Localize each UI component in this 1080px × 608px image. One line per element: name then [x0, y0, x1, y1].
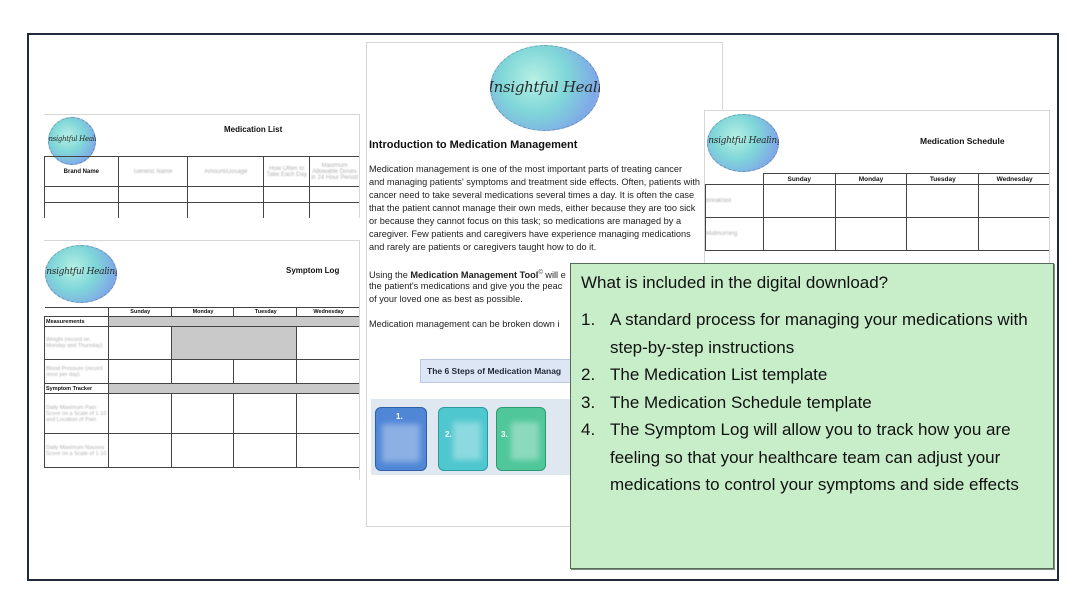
step-tile: 3. [496, 407, 546, 471]
copyright-mark: © [538, 270, 543, 276]
step-number: 3. [501, 430, 508, 439]
intro-paragraph-line: cancer need to take several medications … [369, 190, 695, 200]
col-brand-name: Brand Name [44, 156, 119, 187]
intro-paragraph-line: that the patient cannot manage their own… [369, 203, 696, 213]
symptom-log-sheet: Insightful Healing Symptom Log Sunday Mo… [44, 240, 360, 480]
tool-intro-prefix: Using the [369, 270, 411, 281]
row-nausea-score: Daily Maximum Nausea Score on a Scale of… [44, 433, 109, 468]
row-pain-score: Daily Maximum Pain Score on a Scale of 1… [44, 393, 109, 434]
tool-name: Medication Management Tool [410, 270, 539, 281]
slide-frame: Insightful Healing Medication List Brand… [27, 33, 1059, 581]
col-how-often: How Often to Take Each Day [263, 156, 311, 187]
tool-intro-suffix: will e [542, 270, 566, 281]
intro-paragraph-line: caregiver. Few patients and caregivers h… [369, 229, 691, 239]
intro-paragraph-line: or because they cannot focus on this tas… [369, 216, 682, 226]
tool-intro-line-3: of your loved one as best as possible. [369, 294, 523, 304]
symptom-log-table: Sunday Monday Tuesday Wednesday Measurem… [44, 307, 359, 468]
medication-list-sheet: Insightful Healing Medication List Brand… [44, 114, 360, 218]
list-item: 4. The Symptom Log will allow you to tra… [581, 416, 1041, 499]
intro-heading: Introduction to Medication Management [369, 139, 578, 151]
callout-list: 1. A standard process for managing your … [581, 306, 1041, 499]
list-item: 3. The Medication Schedule template [581, 389, 1041, 417]
list-item-text: The Medication Schedule template [610, 392, 872, 412]
day-monday: Monday [170, 307, 235, 317]
intro-paragraph-line: and managing patients' symptoms and trea… [369, 177, 700, 187]
step-tile: 1. [375, 407, 427, 471]
table-row [44, 186, 359, 203]
table-row [44, 202, 359, 218]
step-tile: 2. [438, 407, 488, 471]
list-item-text: The Medication List template [610, 365, 828, 384]
col-generic-name: Generic Name [117, 156, 189, 187]
list-item-number: 3. [581, 392, 596, 412]
medication-list-title: Medication List [224, 125, 283, 134]
list-item-number: 2. [581, 365, 596, 384]
list-item-text: The Symptom Log will allow you to track … [610, 420, 1019, 494]
medication-list-table: Brand Name Generic Name Amount/Dosage Ho… [44, 156, 359, 218]
col-amount-dosage: Amount/Dosage [187, 156, 265, 187]
intro-paragraph-line: Medication management is one of the most… [369, 164, 683, 174]
row-blood-pressure: Blood Pressure (record once per day) [44, 359, 109, 384]
list-item: 1. A standard process for managing your … [581, 306, 1041, 361]
insightful-healing-logo: Insightful Healing [45, 245, 117, 303]
section-measurements: Measurements [44, 316, 109, 327]
day-monday: Monday [834, 173, 908, 185]
day-sunday: Sunday [762, 173, 836, 185]
broken-down-line: Medication management can be broken down… [369, 319, 560, 329]
medication-schedule-title: Medication Schedule [920, 136, 1005, 146]
list-item-number: 1. [581, 310, 596, 329]
list-item-number: 4. [581, 420, 596, 439]
day-tuesday: Tuesday [233, 307, 298, 317]
day-sunday: Sunday [107, 307, 172, 317]
callout-title: What is included in the digital download… [581, 273, 889, 292]
day-tuesday: Tuesday [906, 173, 980, 185]
intro-paragraph-line: and rarely are patients or caregivers ta… [369, 242, 597, 252]
day-wednesday: Wednesday [296, 307, 359, 317]
row-breakfast: Breakfast [705, 184, 764, 218]
day-wednesday: Wednesday [978, 173, 1049, 185]
col-max-doses: Maximum Allowable Doses in 24 Hour Perio… [309, 156, 359, 187]
step-number: 2. [445, 430, 452, 439]
insightful-healing-logo: Insightful Healing [490, 45, 600, 131]
tool-intro-line: Using the Medication Management Tool© wi… [369, 267, 722, 282]
list-item: 2. The Medication List template [581, 361, 1041, 389]
row-weight: Weight (record on Monday and Thursday) [44, 326, 109, 360]
symptom-log-title: Symptom Log [286, 266, 340, 275]
list-item-text: A standard process for managing your med… [610, 310, 1028, 357]
digital-download-callout: What is included in the digital download… [570, 263, 1054, 569]
section-symptom-tracker: Symptom Tracker [44, 383, 109, 394]
insightful-healing-logo: Insightful Healing [707, 114, 779, 172]
medication-schedule-table: Sunday Monday Tuesday Wednesday Breakfas… [705, 173, 1049, 251]
step-number: 1. [396, 412, 403, 421]
row-midmorning: Midmorning [705, 217, 764, 251]
tool-intro-line-2: the patient's medications and give you t… [369, 281, 563, 291]
